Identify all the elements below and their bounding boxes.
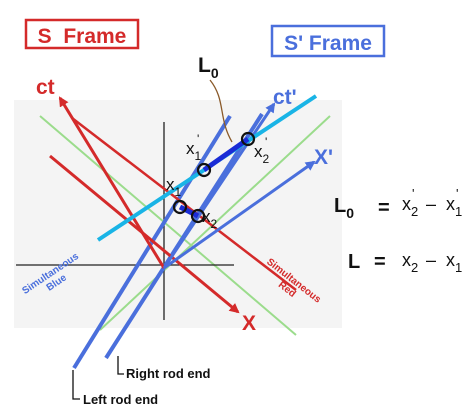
svg-text:–: – [426, 250, 436, 270]
svg-text:L: L [348, 251, 360, 273]
rod-segment-L0 [202, 136, 250, 173]
svg-text:x2: x2 [402, 194, 418, 219]
x2-label: x2 [202, 207, 218, 231]
svg-text:x2: x2 [402, 250, 418, 275]
s-prime-frame-box [270, 24, 386, 58]
right-rod-end-label: Right rod end [126, 366, 211, 381]
x2-prime-label: x2 [254, 142, 270, 166]
light-line-green-2 [99, 115, 331, 331]
x-axis [49, 154, 240, 314]
svg-text:x1: x1 [446, 250, 462, 275]
svg-text:': ' [412, 186, 414, 201]
event-x2-prime [240, 131, 256, 147]
svg-text:L0: L0 [334, 195, 354, 221]
x1-prime-label: x1 [186, 139, 202, 163]
right-rod-leader [117, 356, 124, 375]
s-frame-box [24, 18, 140, 50]
svg-text:x1: x1 [446, 194, 462, 219]
event-x1 [172, 199, 188, 215]
x-prime-axis-label: X' [314, 146, 333, 169]
x-axis-label: X [242, 312, 256, 335]
left-rod-leader [72, 370, 80, 400]
equation-L0: L0 = x2 ' – x1 ' [334, 186, 462, 221]
event-x1-prime [196, 162, 212, 178]
x2-prime-mark: ' [265, 135, 267, 149]
ct-axis [58, 96, 166, 269]
ct-prime-axis [162, 102, 276, 269]
event-x2 [190, 208, 206, 224]
x-prime-axis [163, 160, 316, 270]
svg-text:': ' [456, 186, 458, 201]
x1-prime-mark: ' [197, 132, 199, 146]
L0-pointer-curve [209, 79, 233, 143]
svg-text:–: – [426, 194, 436, 214]
L0-label: L0 [198, 54, 219, 81]
svg-text:=: = [374, 251, 386, 273]
x1-label: x1 [166, 175, 182, 199]
equation-L: L = x2 – x1 [348, 250, 462, 275]
rod-segment-L [178, 204, 200, 219]
light-line-green-1 [39, 115, 297, 336]
ct-prime-axis-label: ct' [273, 86, 297, 109]
left-rod-end-label: Left rod end [83, 392, 158, 407]
s-prime-frame-title: S' Frame [284, 32, 372, 55]
diagram-panel [14, 100, 342, 328]
s-frame-title: S Frame [38, 25, 127, 48]
svg-text:=: = [378, 197, 390, 219]
ct-axis-label: ct [36, 76, 55, 99]
